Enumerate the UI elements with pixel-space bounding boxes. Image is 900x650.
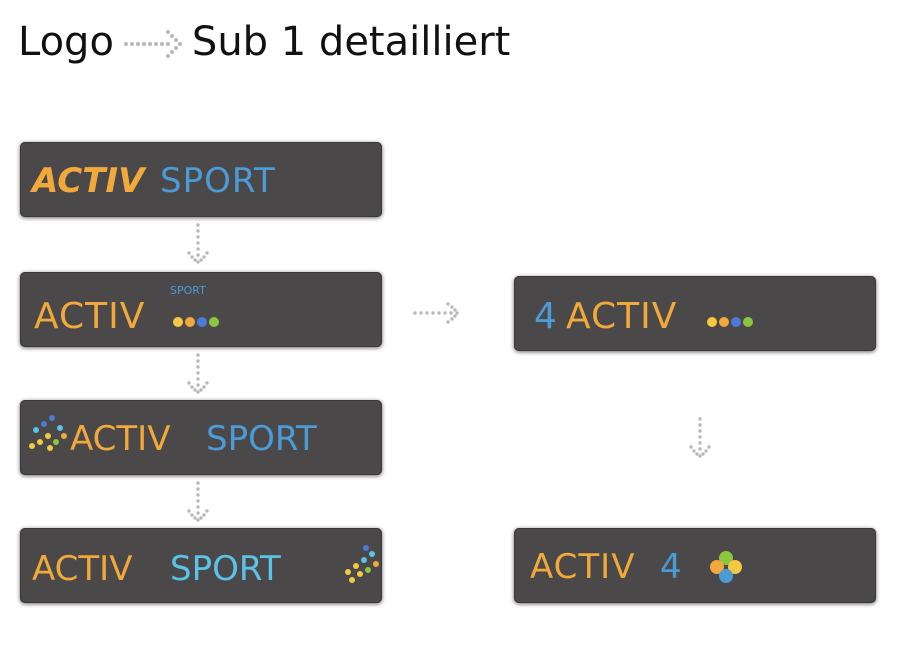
dotted-arrow-right-icon — [123, 30, 182, 58]
logo-card-sparkle-activsport: ACTIV SPORT — [20, 400, 382, 475]
logo5-dot-orange — [719, 317, 729, 327]
logo1-activ: ACTIV — [29, 161, 147, 201]
logo-card-activ4-flower: ACTIV 4 — [514, 528, 876, 603]
logo5-dot-yellow — [707, 317, 717, 327]
title-left: Logo — [18, 19, 114, 65]
logo6-activ: ACTIV — [530, 547, 635, 587]
dotted-arrow-down-icon — [689, 417, 711, 458]
logo5-activ: ACTIV — [566, 296, 677, 337]
logo2-dot-yellow — [173, 317, 183, 327]
dotted-arrow-down-icon — [187, 223, 209, 264]
logo-card-4activ-dots: 4 ACTIV — [514, 276, 876, 351]
dotted-arrow-down-icon — [187, 481, 209, 522]
logo4-sparkle-icon — [345, 545, 379, 583]
logo2-activ: ACTIV — [34, 296, 145, 337]
logo-card-activ-dots: ACTIV SPORT — [20, 272, 382, 347]
logo-card-activ-sport-italic: ACTIV SPORT — [20, 142, 382, 217]
page-title: Logo Sub 1 detailliert — [18, 14, 510, 70]
logo2-sport-superscript: SPORT — [170, 284, 206, 297]
logo-card-activsport-sparkle: ACTIV SPORT — [20, 528, 382, 603]
logo6-flower-icon — [710, 551, 742, 583]
logo5-prefix: 4 — [534, 296, 557, 337]
logo2-dot-blue — [197, 317, 207, 327]
logo5-dot-blue — [731, 317, 741, 327]
dotted-arrow-down-icon — [187, 353, 209, 394]
dotted-arrow-right-icon — [413, 302, 459, 324]
logo3-activ: ACTIV — [70, 419, 170, 459]
logo3-sport: SPORT — [206, 419, 317, 459]
logo3-sparkle-icon — [29, 415, 67, 451]
title-right: Sub 1 detailliert — [191, 19, 511, 65]
logo2-dot-orange — [185, 317, 195, 327]
logo1-sport: SPORT — [160, 161, 276, 201]
logo2-dot-green — [209, 317, 219, 327]
logo6-suffix: 4 — [660, 547, 682, 587]
logo4-sport: SPORT — [170, 549, 281, 589]
logo5-dot-green — [743, 317, 753, 327]
logo4-activ: ACTIV — [32, 549, 132, 589]
